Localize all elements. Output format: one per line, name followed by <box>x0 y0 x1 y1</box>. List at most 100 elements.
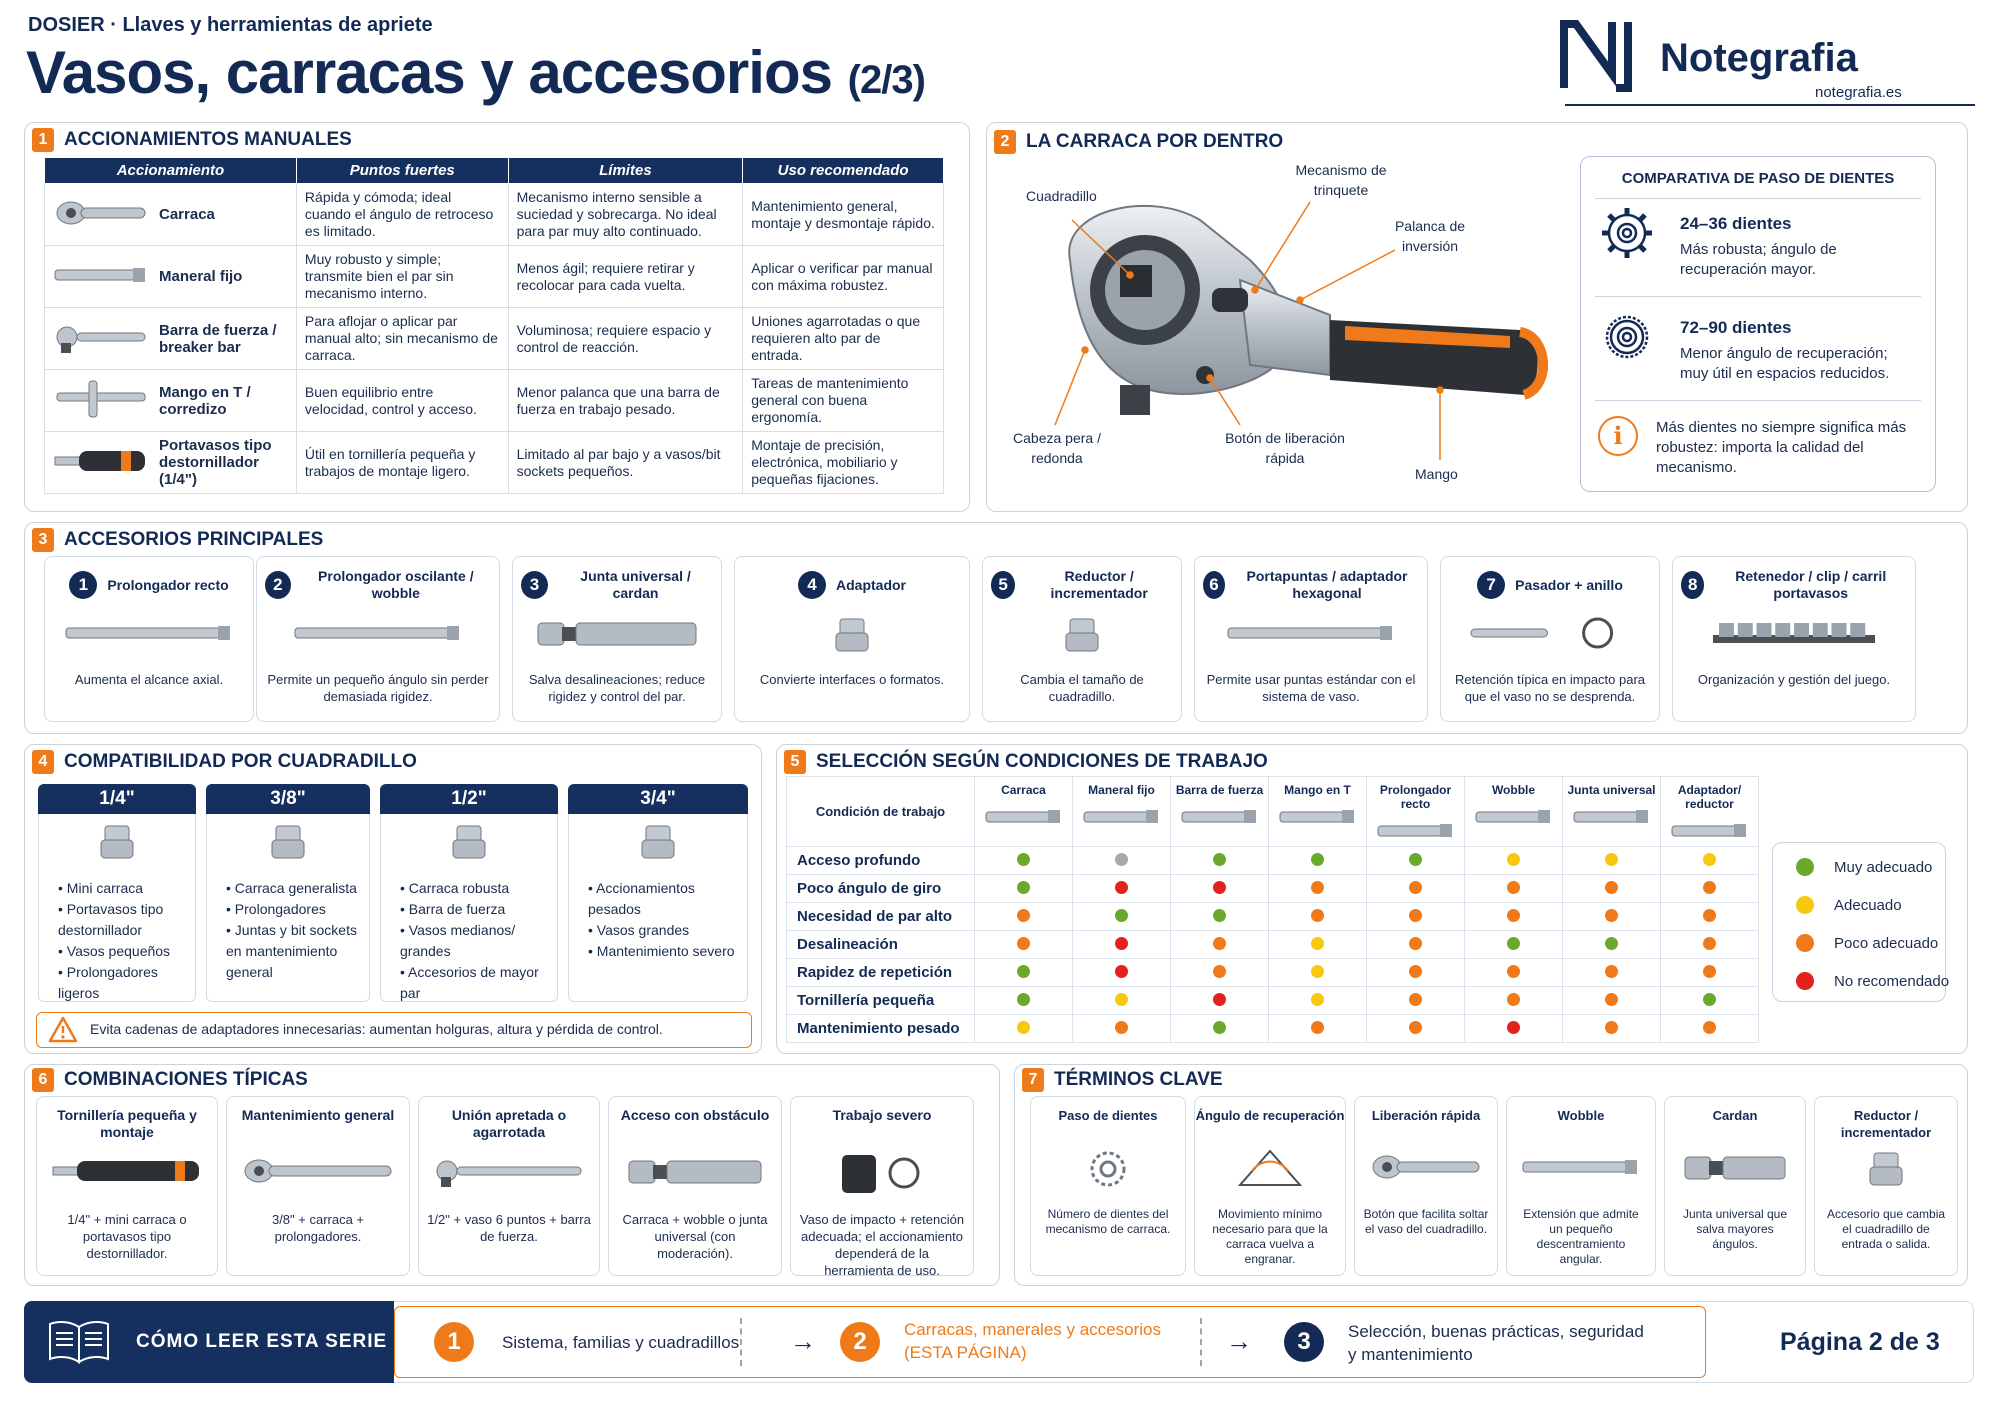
drive-name: Maneral fijo <box>159 268 243 285</box>
kicker: DOSIER · Llaves y herramientas de apriet… <box>28 14 433 36</box>
accessory-number: 1 <box>69 571 98 599</box>
list-item: Prolongadores ligeros <box>58 962 190 1004</box>
rating-cell <box>974 846 1073 875</box>
rating-cell <box>1562 930 1661 959</box>
tool-name: Barra de fuerza <box>1175 783 1264 797</box>
accessory-title: Pasador + anillo <box>1515 576 1623 593</box>
rating-dot <box>1311 880 1324 894</box>
tool-name: Mango en T <box>1284 783 1351 797</box>
rating-dot <box>1017 880 1030 894</box>
rating-cell <box>1170 902 1269 931</box>
rating-cell <box>1562 874 1661 903</box>
step-2-number: 2 <box>840 1322 880 1362</box>
drive-limits: Menor palanca que una barra de fuerza en… <box>507 369 744 432</box>
rating-dot <box>1213 852 1226 866</box>
term-title: Cardan <box>1712 1108 1758 1123</box>
matrix-tool-header: Wobble <box>1464 776 1563 847</box>
brand-divider <box>1565 104 1975 106</box>
page-title: Vasos, carracas y accesorios (2/3) <box>26 38 926 107</box>
accessory-title: Reductor / incrementador <box>1050 568 1148 601</box>
compat-size: 3/8" <box>206 784 370 814</box>
teeth-comparison-box <box>1580 156 1936 492</box>
col-header-drive: Accionamiento <box>44 157 297 184</box>
rating-cell <box>1268 986 1367 1015</box>
rating-cell <box>1562 846 1661 875</box>
rating-cell <box>1170 846 1269 875</box>
step-2-sublabel: (ESTA PÁGINA) <box>904 1343 1027 1362</box>
rating-dot <box>1017 936 1030 950</box>
rating-dot <box>1507 908 1520 922</box>
legend-label: Adecuado <box>1834 896 1902 914</box>
matrix-tool-header: Junta universal <box>1562 776 1661 847</box>
accessory-number: 2 <box>265 571 291 599</box>
rating-dot <box>1703 852 1716 866</box>
rating-dot <box>1605 908 1618 922</box>
rating-cell <box>1268 958 1367 987</box>
combination-icon <box>419 1151 599 1207</box>
rating-cell <box>1072 986 1171 1015</box>
legend-label: Poco adecuado <box>1834 934 1939 952</box>
compat-size: 3/4" <box>568 784 748 814</box>
compat-list: Mini carracaPortavasos tipo destornillad… <box>58 878 190 1004</box>
list-item: Carraca robusta <box>400 878 552 899</box>
drive-limits: Menos ágil; requiere retirar y recolocar… <box>507 245 744 308</box>
combination-icon <box>227 1151 409 1207</box>
screwdriver-handle-icon <box>53 441 149 485</box>
combination-icon <box>791 1151 973 1207</box>
accessory-desc: Salva desalineaciones; reduce rigidez y … <box>528 672 706 704</box>
fixed-handle-icon <box>53 255 149 299</box>
list-item: Accionamientos pesados <box>588 878 742 920</box>
legend-dot <box>1796 972 1814 990</box>
drive-cell: Mango en T / corredizo <box>44 369 297 432</box>
divider <box>1595 198 1921 199</box>
rating-cell <box>1170 1014 1269 1043</box>
combination-icon <box>609 1151 781 1207</box>
rating-dot <box>1409 908 1422 922</box>
rating-dot <box>1115 992 1128 1006</box>
rating-dot <box>1213 936 1226 950</box>
matrix-tool-header: Adaptador/ reductor <box>1660 776 1759 847</box>
list-item: Juntas y bit sockets en mantenimiento ge… <box>226 920 364 983</box>
term-icon <box>1031 1147 1185 1203</box>
accessory-icon <box>1673 613 1915 663</box>
rating-dot <box>1507 992 1520 1006</box>
section-number: 1 <box>32 128 54 152</box>
tool-icon <box>1269 797 1366 826</box>
section-number: 4 <box>32 750 54 774</box>
gear-fine-icon <box>1605 315 1649 359</box>
accessory-title: Prolongador recto <box>107 576 229 593</box>
combination-desc: Carraca + wobble o junta universal (con … <box>622 1212 768 1261</box>
rating-cell <box>1268 1014 1367 1043</box>
drive-use: Tareas de mantenimiento general con buen… <box>742 369 944 432</box>
term-title: Ángulo de recuperación <box>1195 1108 1345 1123</box>
legend-dot <box>1796 858 1814 876</box>
legend-item: Poco adecuado <box>1796 934 1938 952</box>
accessory-number: 6 <box>1203 571 1225 599</box>
label-head: Cabeza pera / redonda <box>1013 430 1101 466</box>
step-divider <box>1200 1318 1202 1366</box>
section-number: 7 <box>1022 1068 1044 1092</box>
rating-dot <box>1409 992 1422 1006</box>
rating-cell <box>1562 1014 1661 1043</box>
rating-cell <box>1366 902 1465 931</box>
rating-dot <box>1703 936 1716 950</box>
rating-dot <box>1703 964 1716 978</box>
rating-dot <box>1213 1020 1226 1034</box>
section-title-text: TÉRMINOS CLAVE <box>1054 1069 1223 1090</box>
warning-icon <box>48 1016 78 1043</box>
drive-limits: Limitado al par bajo y a vasos/bit socke… <box>507 431 744 494</box>
section-title-text: ACCESORIOS PRINCIPALES <box>64 529 324 550</box>
rating-dot <box>1017 992 1030 1006</box>
accessory-number: 5 <box>991 571 1016 599</box>
legend-label: No recomendado <box>1834 972 1950 990</box>
rating-cell <box>1072 1014 1171 1043</box>
condition-label: Tornillería pequeña <box>786 986 975 1015</box>
open-book-icon <box>49 1321 109 1364</box>
